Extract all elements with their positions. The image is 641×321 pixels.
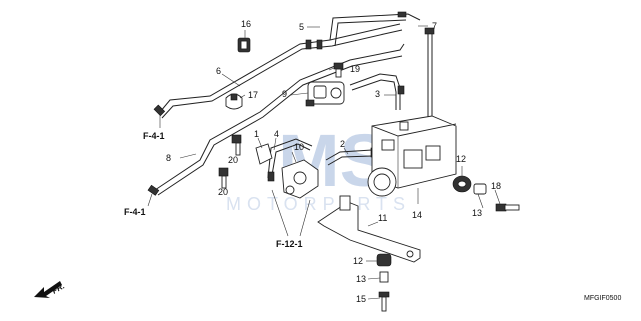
callout-5: 5: [299, 22, 304, 32]
callout-8: 8: [166, 153, 171, 163]
watermark-subtitle: MOTORPARTS: [226, 194, 411, 214]
clamp-part: [237, 37, 251, 53]
callout-13-lower: 13: [356, 274, 366, 284]
ref-f-4-1-bottom: F-4-1: [124, 207, 146, 217]
pipe-fittings: [147, 11, 435, 196]
callout-20-upper: 20: [228, 155, 238, 165]
callout-2: 2: [340, 139, 345, 149]
callout-labels: 16 5 7 6 17 19 9 3 1 4 2 10 20 20 8 12 1…: [166, 19, 501, 304]
reference-arrows: [147, 112, 311, 237]
ref-f-4-1-top: F-4-1: [143, 131, 165, 141]
front-direction-indicator: FR.: [34, 281, 66, 298]
ref-f-12-1: F-12-1: [276, 239, 303, 249]
callout-1: 1: [254, 129, 259, 139]
diagram-code: MFGIF0500: [584, 295, 621, 302]
callout-6: 6: [216, 66, 221, 76]
abs-modulator-unit: [367, 115, 457, 197]
damper-parts-right: [452, 175, 520, 212]
leader-lines: [179, 25, 501, 300]
callout-13-right: 13: [472, 208, 482, 218]
callout-4: 4: [274, 129, 279, 139]
bolt-19: [333, 62, 344, 78]
callout-3: 3: [375, 89, 380, 99]
bolts-20: [218, 134, 242, 189]
pipe-joint-9: [305, 81, 345, 107]
grommet-part: [225, 93, 243, 110]
callout-7: 7: [432, 21, 437, 31]
callout-20-lower: 20: [218, 187, 228, 197]
callout-12-right: 12: [456, 154, 466, 164]
bracket-1: [255, 143, 273, 165]
callout-19: 19: [350, 64, 360, 74]
brake-pipes: [154, 13, 433, 196]
mount-bracket-11: [317, 195, 421, 263]
front-direction-label: FR.: [51, 281, 67, 295]
callout-16: 16: [241, 19, 251, 29]
damper-parts-lower: [376, 253, 392, 312]
callout-11: 11: [378, 213, 387, 223]
callout-17: 17: [248, 90, 258, 100]
reference-labels: F-4-1 F-4-1 F-12-1: [124, 131, 303, 249]
callout-14: 14: [412, 210, 422, 220]
valve-10: [281, 159, 319, 199]
callout-9: 9: [282, 89, 287, 99]
callout-12-lower: 12: [353, 256, 363, 266]
callout-15: 15: [356, 294, 366, 304]
front-arrow-icon: [34, 281, 62, 298]
callout-18: 18: [491, 181, 501, 191]
callout-10: 10: [294, 142, 304, 152]
